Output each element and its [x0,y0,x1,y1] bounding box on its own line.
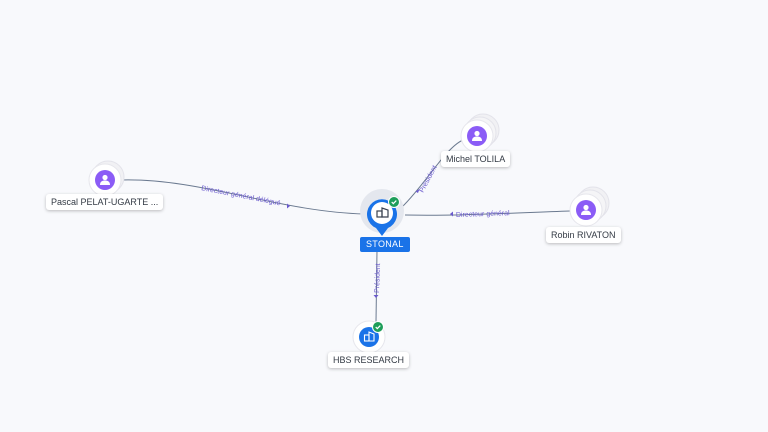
user-icon [100,174,110,185]
node-stonal[interactable] [360,189,404,236]
node-hbs[interactable] [352,320,386,354]
user-icon [472,130,482,141]
node-robin[interactable] [569,186,610,227]
node-label-michel[interactable]: Michel TOLILA [441,151,511,167]
edge-robin-stonal[interactable] [404,210,571,216]
edges [121,139,571,323]
arrow-michel [415,189,420,193]
node-label-robin[interactable]: Robin RIVATON [546,227,621,243]
check-icon [375,325,381,330]
arrow-hbs [373,295,379,298]
node-label-stonal[interactable]: STONAL [360,237,410,252]
edge-label-robin: Directeur général [456,210,510,219]
building-icon [376,207,389,218]
verified-badge [372,321,384,333]
edge-label-hbs: Président [374,263,382,293]
building-icon [363,331,375,342]
node-pascal[interactable] [88,160,125,197]
verified-badge [388,196,400,208]
edge-label-michel: Président [419,164,439,193]
user-icon [581,204,591,215]
edge-michel-stonal[interactable] [401,139,464,208]
arrow-robin [450,211,453,217]
edge-hbs-stonal[interactable] [375,249,378,323]
edge-arrows [287,189,453,298]
arrow-pascal [287,203,290,209]
node-michel[interactable] [460,113,500,153]
edge-pascal-stonal[interactable] [121,179,366,215]
edge-label-pascal: Directeur général délégué [201,185,282,207]
node-label-pascal[interactable]: Pascal PELAT-UGARTE ... [46,194,164,210]
check-icon [391,200,397,205]
node-label-hbs[interactable]: HBS RESEARCH [328,352,410,368]
